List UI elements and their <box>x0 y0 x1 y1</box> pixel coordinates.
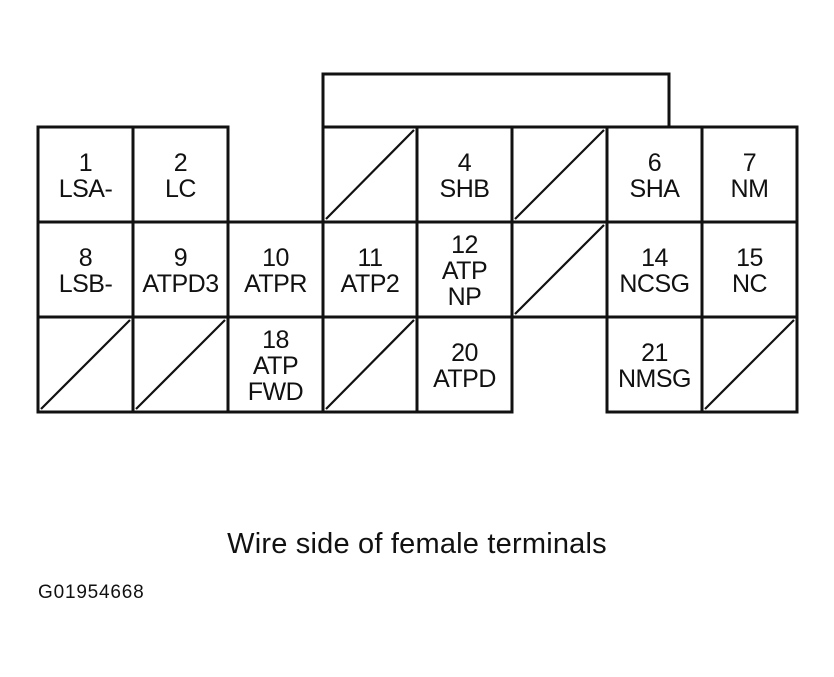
empty-cavity <box>321 315 419 414</box>
empty-cavity <box>131 315 230 414</box>
empty-cavity-slash <box>514 224 605 315</box>
terminal-signal-label: ATP <box>252 351 299 380</box>
terminal-number: 18 <box>262 325 289 354</box>
terminal-signal-label: NM <box>730 174 769 203</box>
terminal-cell <box>700 125 799 224</box>
terminal-signal-label: ATPD <box>433 364 496 393</box>
empty-cavity <box>36 315 135 414</box>
terminal-grid <box>36 125 799 414</box>
terminal-cell <box>131 125 230 224</box>
terminal-cell <box>415 220 514 319</box>
cell-outline <box>415 315 514 414</box>
terminal-number: 14 <box>641 243 668 272</box>
terminal-number: 10 <box>262 243 289 272</box>
terminal-signal-label: SHB <box>439 174 490 203</box>
empty-cavity <box>510 125 609 224</box>
terminal-signal-label: NCSG <box>619 269 690 298</box>
terminal-signal-label: NC <box>731 269 768 298</box>
terminal-signal-label: LC <box>165 174 196 203</box>
terminal-number: 1 <box>78 148 93 177</box>
terminal-number: 9 <box>173 243 188 272</box>
empty-cavity <box>700 315 799 414</box>
terminal-signal-label: LSA- <box>58 174 113 203</box>
cell-outline <box>226 315 325 414</box>
terminal-signal-label: ATPD3 <box>142 269 219 298</box>
cell-outline <box>700 125 799 224</box>
terminal-number: 15 <box>736 243 763 272</box>
terminal-cell <box>415 315 514 414</box>
empty-cavity-slash <box>325 319 415 410</box>
terminal-cell <box>605 220 704 319</box>
cell-outline <box>605 220 704 319</box>
terminal-number: 12 <box>451 230 478 259</box>
terminal-signal-label: SHA <box>629 174 680 203</box>
terminal-number: 20 <box>451 338 478 367</box>
terminal-signal-label: ATP <box>441 256 488 285</box>
diagram-caption: Wire side of female terminals <box>227 528 607 560</box>
terminal-signal-label: ATP2 <box>340 269 400 298</box>
terminal-signal-label: FWD <box>247 377 304 406</box>
cell-outline <box>415 220 514 319</box>
cell-outline <box>131 125 230 224</box>
terminal-number: 11 <box>357 243 383 272</box>
terminal-cell <box>700 220 799 319</box>
terminal-signal-label: LSB- <box>58 269 113 298</box>
figure-id: G01954668 <box>38 582 145 603</box>
empty-cavity-slash <box>704 319 795 410</box>
terminal-number: 8 <box>78 243 93 272</box>
terminal-signal-label: ATPR <box>244 269 307 298</box>
terminal-number: 2 <box>173 148 188 177</box>
cell-outline <box>321 220 419 319</box>
terminal-cell <box>321 220 419 319</box>
lock-tab-bracket <box>321 72 671 127</box>
cell-outline <box>605 125 704 224</box>
empty-cavity <box>510 220 609 319</box>
empty-cavity-slash <box>514 129 605 220</box>
terminal-signal-label: NP <box>447 282 482 311</box>
terminal-number: 6 <box>647 148 662 177</box>
terminal-cell <box>605 125 704 224</box>
terminal-signal-label: NMSG <box>618 364 692 393</box>
empty-cavity <box>321 125 419 224</box>
terminal-number: 21 <box>641 338 668 367</box>
terminal-cell <box>226 315 325 414</box>
terminal-number: 4 <box>457 148 472 177</box>
empty-cavity-slash <box>135 319 226 410</box>
cell-outline <box>700 220 799 319</box>
empty-cavity-slash <box>325 129 415 220</box>
terminal-number: 7 <box>742 148 757 177</box>
empty-cavity-slash <box>40 319 131 410</box>
terminal-cell <box>36 125 135 224</box>
cell-outline <box>36 125 135 224</box>
